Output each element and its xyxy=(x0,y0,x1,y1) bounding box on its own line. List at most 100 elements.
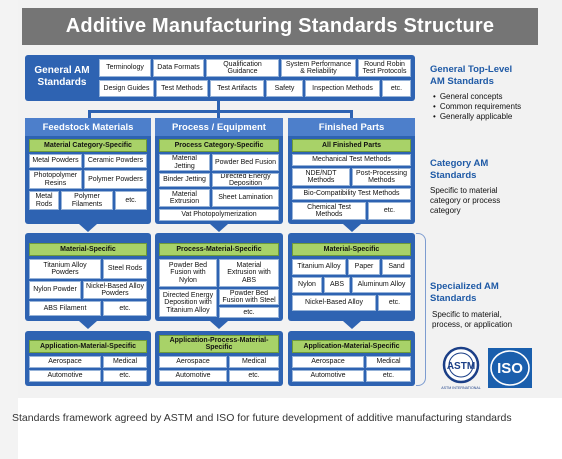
diagram-title: Additive Manufacturing Standards Structu… xyxy=(22,8,538,45)
cat-cell: Metal Rods xyxy=(29,191,59,210)
legend-bullet: Generally applicable xyxy=(433,112,555,122)
iso-logo: ISO xyxy=(488,348,532,388)
category-green-label: Material Category-Specific xyxy=(29,139,147,152)
spec-cell: Aluminum Alloy xyxy=(352,277,411,293)
connector-line xyxy=(88,110,352,113)
app-cell: etc. xyxy=(103,370,147,382)
cat-cell: Photopolymer Resins xyxy=(29,170,82,189)
spec-cell: Titanium Alloy Powders xyxy=(29,259,101,279)
spec-cell: Directed Energy Deposition with Titanium… xyxy=(159,289,217,317)
down-arrow xyxy=(343,321,361,329)
cat-cell: Metal Powders xyxy=(29,154,82,168)
feedstock-header: Feedstock Materials xyxy=(25,118,151,136)
cat-cell: Directed Energy Deposition xyxy=(212,173,279,187)
app-cell: Aerospace xyxy=(159,356,227,368)
spec-cell: Paper xyxy=(348,259,380,275)
spec-cell: Nickel-Based Alloy Powders xyxy=(83,281,147,299)
down-arrow xyxy=(79,321,97,329)
spec-cell: Powder Bed Fusion with Nylon xyxy=(159,259,217,287)
application-green-label: Application-Material-Specific xyxy=(29,340,147,353)
cat-cell: etc. xyxy=(115,191,147,210)
spec-cell: Nylon Powder xyxy=(29,281,81,299)
application-green-label: Application-Material-Specific xyxy=(292,340,411,353)
cat-cell: Sheet Lamination xyxy=(212,189,279,207)
spec-cell: etc. xyxy=(378,295,411,311)
general-cell: Design Guides xyxy=(99,80,154,97)
cat-cell: Vat Photopolymerization xyxy=(159,209,279,221)
down-arrow xyxy=(343,224,361,232)
figure-caption: Standards framework agreed by ASTM and I… xyxy=(12,412,512,424)
spec-cell: Material Extrusion with ABS xyxy=(219,259,279,287)
general-cell: Qualification Guidance xyxy=(206,59,279,77)
iso-logo-text: ISO xyxy=(497,360,523,377)
app-cell: etc. xyxy=(366,370,411,382)
general-cell: Data Formats xyxy=(153,59,204,77)
app-cell: Medical xyxy=(103,356,147,368)
spec-cell: Titanium Alloy xyxy=(292,259,346,275)
spec-cell: Nickel-Based Alloy xyxy=(292,295,376,311)
left-margin-shade xyxy=(0,0,18,459)
app-cell: Medical xyxy=(229,356,279,368)
cat-cell: Chemical Test Methods xyxy=(292,202,366,220)
cat-cell: Powder Bed Fusion xyxy=(212,154,279,171)
connector-line xyxy=(350,110,353,118)
cat-cell: NDE/NDT Methods xyxy=(292,168,350,186)
category-green-label: Process Category-Specific xyxy=(159,139,279,152)
general-am-label: General AM Standards xyxy=(34,65,90,88)
specialized-legend-text: Specific to material, process, or applic… xyxy=(432,310,513,329)
connector-line xyxy=(217,110,220,118)
legend-bullet: Common requirements xyxy=(433,102,555,112)
app-cell: Medical xyxy=(366,356,411,368)
general-legend-heading: General Top-Level AM Standards xyxy=(430,64,513,87)
astm-logo-subtext: ASTM INTERNATIONAL xyxy=(441,386,480,390)
cat-cell: Post-Processing Methods xyxy=(352,168,411,186)
spec-cell: ABS xyxy=(324,277,350,293)
spec-cell: etc. xyxy=(219,307,279,318)
logos: ASTM ASTM INTERNATIONAL ISO xyxy=(438,346,548,391)
spec-cell: ABS Filament xyxy=(29,301,101,316)
general-cell: Round Robin Test Protocols xyxy=(358,59,411,77)
general-cell: Terminology xyxy=(99,59,151,77)
down-arrow xyxy=(210,321,228,329)
cat-cell: Mechanical Test Methods xyxy=(292,154,411,166)
finished-parts-header: Finished Parts xyxy=(288,118,415,136)
app-cell: Aerospace xyxy=(29,356,101,368)
general-cell: Safety xyxy=(266,80,303,97)
cat-cell: Bio-Compatibility Test Methods xyxy=(292,188,411,200)
app-cell: Automotive xyxy=(159,370,227,382)
category-legend-text: Specific to material category or process… xyxy=(430,186,501,215)
cat-cell: Material Jetting xyxy=(159,154,210,171)
spec-cell: Nylon xyxy=(292,277,322,293)
specific-green-label: Material-Specific xyxy=(29,243,147,256)
cat-cell: Binder Jetting xyxy=(159,173,210,187)
specific-green-label: Material-Specific xyxy=(292,243,411,256)
general-cell: Test Artifacts xyxy=(210,80,264,97)
cat-cell: Polymer Powders xyxy=(84,170,147,189)
general-cell: Test Methods xyxy=(156,80,208,97)
connector-line xyxy=(217,101,220,111)
down-arrow xyxy=(210,224,228,232)
general-legend-list: General concepts Common requirements Gen… xyxy=(433,92,555,122)
cat-cell: etc. xyxy=(368,202,411,220)
spec-cell: etc. xyxy=(103,301,147,316)
cat-cell: Material Extrusion xyxy=(159,189,210,207)
general-cell: Inspection Methods xyxy=(305,80,380,97)
legend-bullet: General concepts xyxy=(433,92,555,102)
down-arrow xyxy=(79,224,97,232)
cat-cell: Ceramic Powders xyxy=(84,154,147,168)
application-green-label: Application-Process-Material-Specific xyxy=(159,335,279,353)
connector-line xyxy=(88,110,91,118)
spec-cell: Sand xyxy=(382,259,411,275)
spec-cell: Steel Rods xyxy=(103,259,147,279)
astm-logo: ASTM ASTM INTERNATIONAL xyxy=(441,346,481,390)
process-header: Process / Equipment xyxy=(155,118,283,136)
app-cell: Aerospace xyxy=(292,356,364,368)
specific-green-label: Process-Material-Specific xyxy=(159,243,279,256)
astm-logo-text: ASTM xyxy=(447,361,475,372)
app-cell: etc. xyxy=(229,370,279,382)
app-cell: Automotive xyxy=(292,370,364,382)
category-green-label: All Finished Parts xyxy=(292,139,411,152)
spec-cell: Powder Bed Fusion with Steel xyxy=(219,289,279,305)
general-cell: etc. xyxy=(382,80,411,97)
